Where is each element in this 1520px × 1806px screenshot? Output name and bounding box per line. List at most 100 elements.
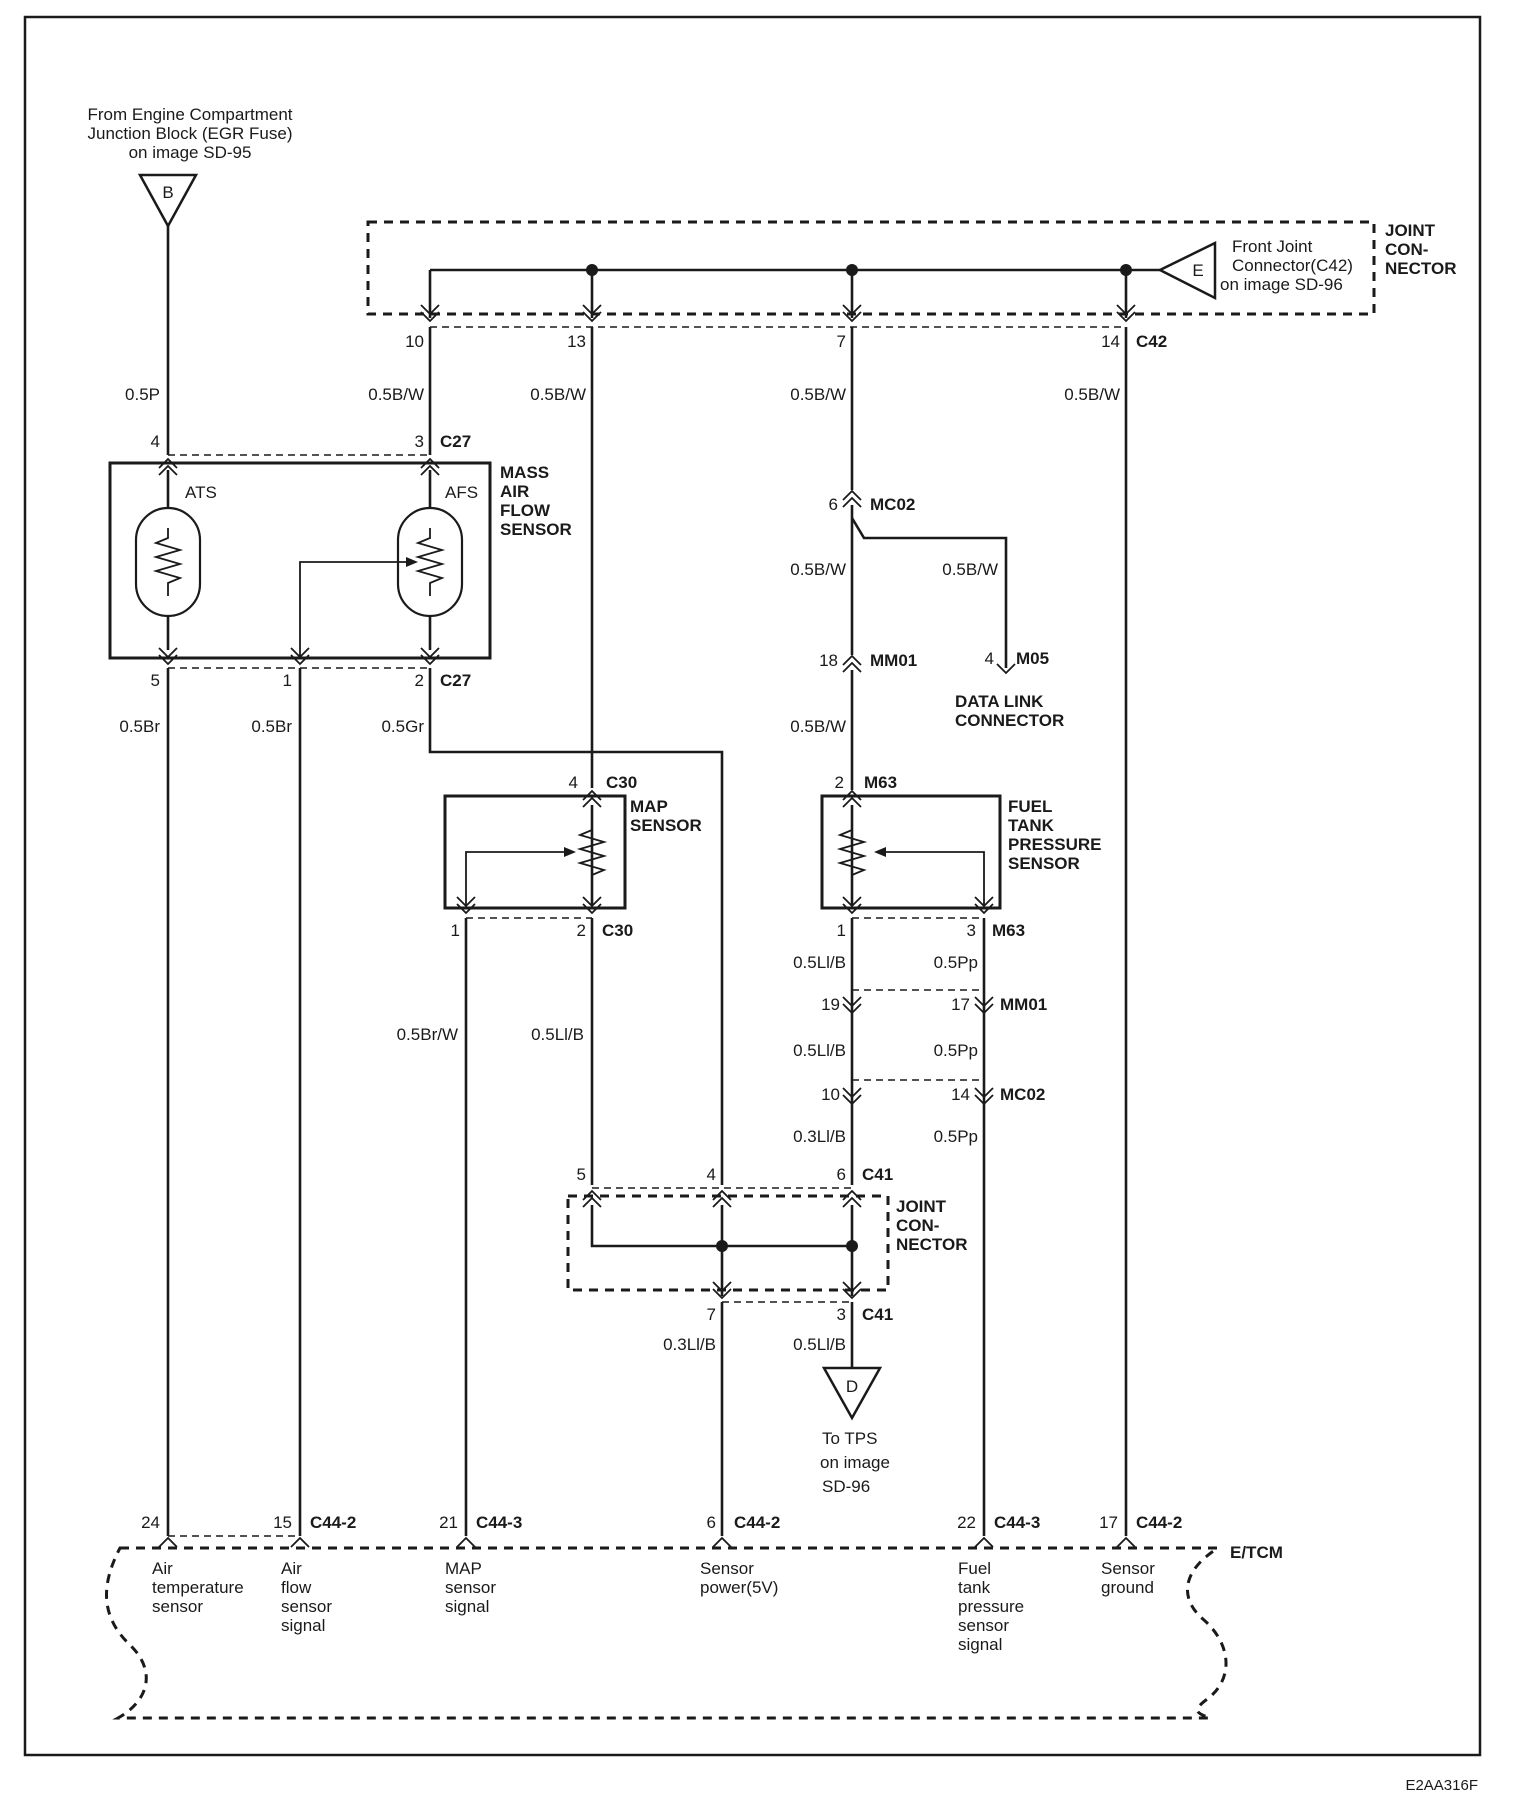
etcm-connector-c44-2-a: C44-2 (310, 1513, 356, 1532)
wire-label-mc02-left: 0.5B/W (790, 560, 846, 579)
joint-top-label-3: NECTOR (1385, 259, 1456, 278)
mm01-pin-19: 19 (821, 995, 840, 1014)
map-sensor-box (443, 794, 627, 910)
c41-connector-bottom: C41 (862, 1305, 893, 1324)
connector-chevron (712, 1281, 732, 1300)
wire-label-ftps-c2: 0.5Pp (934, 1127, 978, 1146)
ftps-label-3: PRESSURE (1008, 835, 1102, 854)
mm01-connector-label-lower: MM01 (1000, 995, 1047, 1014)
data-link-label-2: CONNECTOR (955, 711, 1064, 730)
connector-chevron (974, 996, 994, 1015)
afs-resistor (414, 528, 446, 596)
mc02-pin-14: 14 (951, 1085, 970, 1104)
connector-chevron (582, 304, 602, 323)
etcm-pin-6: 6 (707, 1513, 716, 1532)
etcm-desc-air-flow: Air flow sensor signal (281, 1559, 332, 1635)
desc-line: sensor (152, 1597, 203, 1616)
wire-label-ftps-a1: 0.5Ll/B (793, 953, 846, 972)
etcm-label: E/TCM (1230, 1543, 1283, 1562)
map-pin-2: 2 (577, 921, 586, 940)
wire-label-0.5br-1: 0.5Br (119, 717, 160, 736)
map-resistor (576, 820, 608, 885)
map-label-1: MAP (630, 797, 668, 816)
c41-connector-top: C41 (862, 1165, 893, 1184)
c41-pin-7: 7 (707, 1305, 716, 1324)
connector-chevron (158, 647, 178, 666)
connector-chevron (456, 896, 476, 915)
etcm-pin-17: 17 (1099, 1513, 1118, 1532)
c41-pin-5: 5 (577, 1165, 586, 1184)
connector-c42-label: C42 (1136, 332, 1167, 351)
c41-pin-4: 4 (707, 1165, 716, 1184)
maf-label-3: FLOW (500, 501, 551, 520)
c42-pin-13: 13 (567, 332, 586, 351)
splice-dot (846, 264, 858, 276)
joint-connector-c41-box (566, 1194, 890, 1292)
terminal-b-letter: B (162, 183, 173, 202)
wire-label-ftps-c1: 0.3Ll/B (793, 1127, 846, 1146)
maf-sensor-label: MASS AIR FLOW SENSOR (500, 463, 572, 539)
maf-pin-2: 2 (415, 671, 424, 690)
ftps-connector-top: M63 (864, 773, 897, 792)
connector-chevron (842, 1189, 862, 1208)
connector-chevron (842, 489, 862, 508)
tps-line-3: SD-96 (822, 1477, 870, 1496)
connector-chevron (158, 457, 178, 476)
ftps-resistor (836, 820, 868, 885)
maf-connector-top: C27 (440, 432, 471, 451)
mc02-connector-label-lower: MC02 (1000, 1085, 1045, 1104)
wire-label-c42-13: 0.5B/W (530, 385, 586, 404)
wire-label-mc02-right: 0.5B/W (942, 560, 998, 579)
data-link-label-1: DATA LINK (955, 692, 1044, 711)
etcm-pin-21: 21 (439, 1513, 458, 1532)
desc-line: signal (281, 1616, 325, 1635)
diagram-frame (23, 15, 1482, 1757)
maf-label-2: AIR (500, 482, 529, 501)
etcm-outline (105, 1546, 1228, 1720)
desc-line: signal (958, 1635, 1002, 1654)
maf-pin-3: 3 (415, 432, 424, 451)
ftps-pin-2: 2 (835, 773, 844, 792)
wire-to-data-link (850, 517, 1008, 668)
wire-label-0.5p: 0.5P (125, 385, 160, 404)
wire-label-ftps-b1: 0.5Ll/B (793, 1041, 846, 1060)
connector-chevron (974, 1536, 994, 1548)
c41-pin-6: 6 (837, 1165, 846, 1184)
map-connector-top: C30 (606, 773, 637, 792)
connector-chevron (974, 896, 994, 915)
source-e-line-2: Connector(C42) (1232, 256, 1353, 275)
fuel-tank-pressure-sensor-box (820, 794, 1002, 910)
wire-label-c42-10: 0.5B/W (368, 385, 424, 404)
connector-chevron (420, 457, 440, 476)
source-b-line-3: on image SD-95 (129, 143, 252, 162)
wire-label-c42-7: 0.5B/W (790, 385, 846, 404)
connector-chevron (996, 663, 1016, 675)
splice-dot (716, 1240, 728, 1252)
source-e-label: Front Joint Connector(C42) on image SD-9… (1220, 237, 1353, 294)
etcm-desc-map: MAP sensor signal (445, 1559, 496, 1616)
splice-dot (846, 1240, 858, 1252)
connector-chevron (842, 654, 862, 673)
maf-pin-1: 1 (283, 671, 292, 690)
source-b-label: From Engine Compartment Junction Block (… (87, 105, 292, 162)
joint-c41-label-2: CON- (896, 1216, 939, 1235)
connector-chevron (974, 1087, 994, 1106)
ftps-pin-1: 1 (837, 921, 846, 940)
joint-top-label-1: JOINT (1385, 221, 1436, 240)
source-b-line-2: Junction Block (EGR Fuse) (87, 124, 292, 143)
ftps-label-2: TANK (1008, 816, 1055, 835)
map-wiper-line (465, 851, 568, 905)
ftps-wiper-line (884, 851, 985, 905)
joint-c41-label-3: NECTOR (896, 1235, 967, 1254)
connector-chevron (842, 789, 862, 808)
desc-line: MAP (445, 1559, 482, 1578)
joint-c41-label: JOINT CON- NECTOR (896, 1197, 967, 1254)
c42-pin-7: 7 (837, 332, 846, 351)
connector-chevron (842, 1087, 862, 1106)
figure-id: E2AA316F (1405, 1777, 1478, 1794)
map-pin-1: 1 (451, 921, 460, 940)
connector-chevron (712, 1189, 732, 1208)
c41-pin-3: 3 (837, 1305, 846, 1324)
maf-pin-4: 4 (151, 432, 160, 451)
